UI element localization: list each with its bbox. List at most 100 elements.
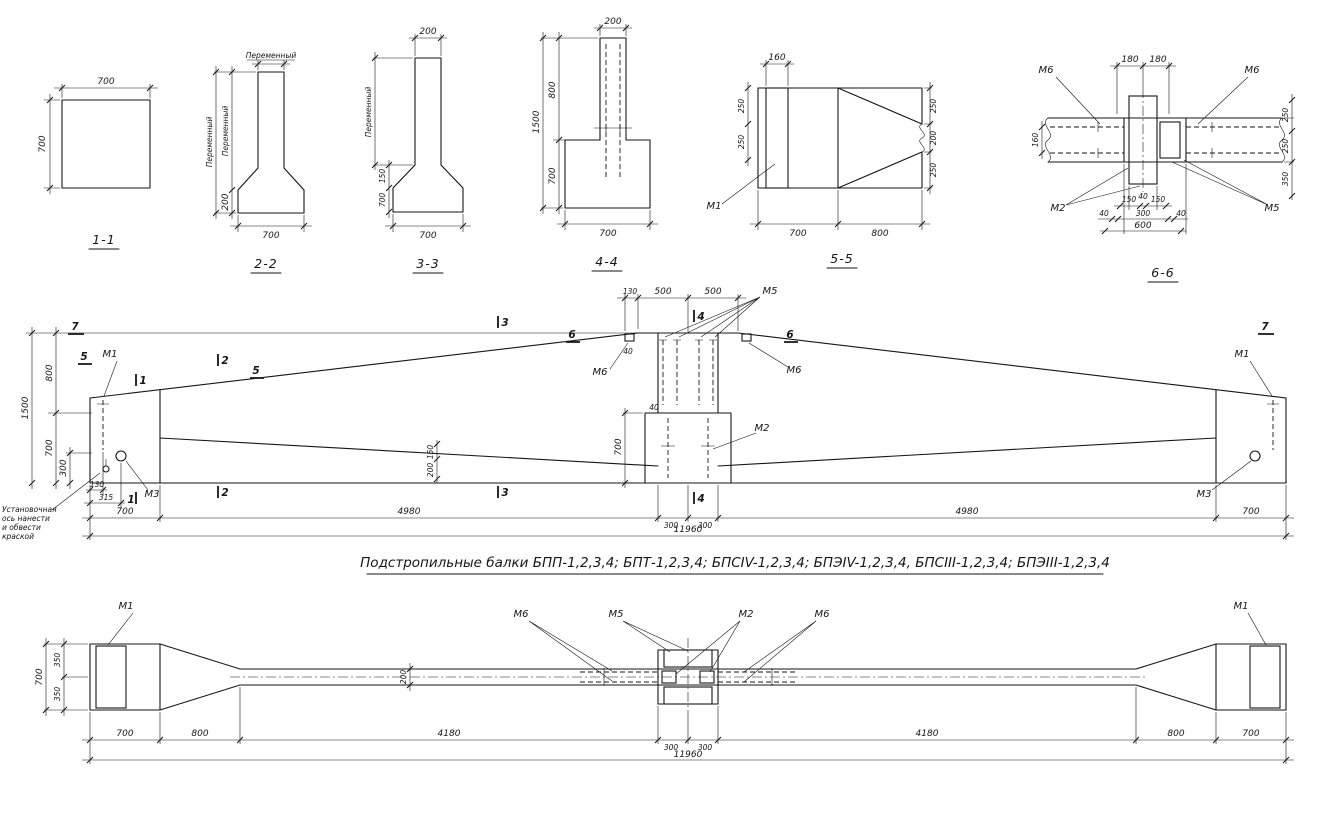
el-label-m5: М5 [763,286,778,297]
s5-dim-l1: 250 [737,99,746,114]
s5-title: 5-5 [830,251,853,266]
el-dim-315: 315 [99,493,114,502]
note-line-2: ось нанести [2,514,50,523]
cut-5-left: 5 [80,351,87,363]
cut-2-top: 2 [221,355,228,367]
el-label-m6-right: М6 [787,365,802,376]
s6-dim-row2-0: 40 [1099,209,1109,218]
el-dim-total: 11960 [674,525,703,535]
s4-dim-total: 1500 [532,110,542,133]
el-dim-150: 150 [426,445,435,460]
plan-dim-350a: 350 [53,653,62,668]
s5-dim-l2: 250 [737,135,746,150]
cut-4-top: 4 [696,311,704,323]
s4-dim-top: 200 [604,17,621,27]
section-3-3: 200 Переменный 150 700 700 3-3 [364,27,471,274]
s6-label-m5: М5 [1265,203,1280,214]
el-dim-h-total: 1500 [21,396,31,419]
el-dim-40-joint: 40 [649,403,659,412]
s3-dim-mid: 150 [378,169,387,184]
el-dim-40-top: 40 [623,347,633,356]
s1-dim-top: 700 [97,77,114,87]
el-dim-end-r: 700 [1242,507,1259,517]
plan-view: М1 М6 М5 М2 М6 М1 700 350 350 200 700 80… [35,601,1294,764]
cut-3-top: 3 [501,317,508,329]
plan-joint-hatch-top [663,649,713,668]
s2-dim-top: Переменный [246,51,297,60]
el-dim-h-low: 700 [45,439,55,456]
el-dim-span-l: 4980 [398,507,421,517]
lifting-loop-right [1249,450,1261,462]
s6-label-m2: М2 [1051,203,1066,214]
axis-mark [102,465,110,473]
title-text: Подстропильные балки БПП-1,2,3,4; БПТ-1,… [360,555,1110,571]
s1-dim-left: 700 [38,135,48,152]
el-dim-joint-700: 700 [614,438,624,455]
drawing-title: Подстропильные балки БПП-1,2,3,4; БПТ-1,… [360,555,1110,575]
el-dim-200: 200 [426,463,435,478]
s6-dim-r3: 350 [1281,172,1290,187]
plan-embed-right [1249,645,1281,709]
plan-embed-left [95,645,127,709]
plan-dim-total: 11960 [674,750,703,760]
plan-dim-300b: 300 [698,743,713,752]
plan-dim-4180r: 4180 [916,729,939,739]
plan-dim-300a: 300 [664,743,679,752]
el-label-m2: М2 [755,423,770,434]
cut-6-right: 6 [786,329,793,341]
el-label-m1-right: М1 [1235,349,1250,360]
s6-dim-r1: 250 [1281,108,1290,123]
section-6-6: 180 180 М6 М6 М2 М5 160 250 250 350 150 … [1031,55,1296,283]
plan-dim-700r: 700 [1242,729,1259,739]
cut-4-bottom: 4 [696,493,704,505]
s6-dim-row1-2: 150 [1151,195,1166,204]
plan-label-m1-left: М1 [119,601,134,612]
elevation-view: М1 М1 М3 М3 М5 М6 М6 М2 1500 800 700 300… [2,286,1294,541]
s5-dim-b1: 700 [789,229,806,239]
s6-dim-row2-1: 300 [1136,209,1151,218]
cut-7-left: 7 [71,321,79,333]
s5-label-m1: М1 [707,201,722,212]
plan-dim-800r: 800 [1167,729,1184,739]
cut-1-bottom: 1 [127,494,134,506]
plan-label-m2: М2 [739,609,754,620]
cut-1-top: 1 [139,375,146,387]
plan-label-m6-right: М6 [815,609,830,620]
s6-dim-row1-0: 150 [1122,195,1137,204]
s4-title: 4-4 [595,254,618,269]
s3-dim-left-outer: Переменный [364,87,373,138]
s3-title: 3-3 [416,256,439,271]
plan-dim-800l: 800 [191,729,208,739]
s3-dim-base: 700 [378,193,387,208]
plan-dim-700l: 700 [116,729,133,739]
s6-label-m6-right: М6 [1245,65,1260,76]
el-dim-500b: 500 [704,287,721,297]
plan-dim-350b: 350 [53,687,62,702]
s4-dim-bottom: 700 [599,229,616,239]
section-5-5: 160 250 250 250 200 250 М1 700 800 5-5 [707,53,938,269]
section-4-4: 200 1500 800 700 700 4-4 [532,17,658,272]
s6-dim-left: 160 [1031,133,1040,148]
s6-dim-total: 600 [1134,221,1151,231]
el-label-m6-left: М6 [593,367,608,378]
s5-dim-r3: 250 [929,163,938,178]
s3-dim-top: 200 [419,27,436,37]
cut-3-bottom: 3 [501,487,508,499]
s5-dim-top: 160 [768,53,785,63]
s6-label-m6-left: М6 [1039,65,1054,76]
s4-dim-upper: 800 [548,81,558,98]
section-2-2: Переменный Переменный Переменный 200 700… [205,51,312,274]
s5-dim-r1: 250 [929,99,938,114]
s2-dim-base: 200 [221,193,231,210]
s2-title: 2-2 [254,256,277,271]
s5-embed-hatch [765,87,789,189]
el-dim-130: 130 [623,287,638,296]
s6-dim-row2-2: 40 [1176,209,1186,218]
lifting-loop-left [115,450,127,462]
s2-dim-left-outer: Переменный [205,117,214,168]
plan-dim-web-200: 200 [399,670,408,685]
note-line-4: краской [2,532,34,541]
m6-embed-right [741,333,752,342]
